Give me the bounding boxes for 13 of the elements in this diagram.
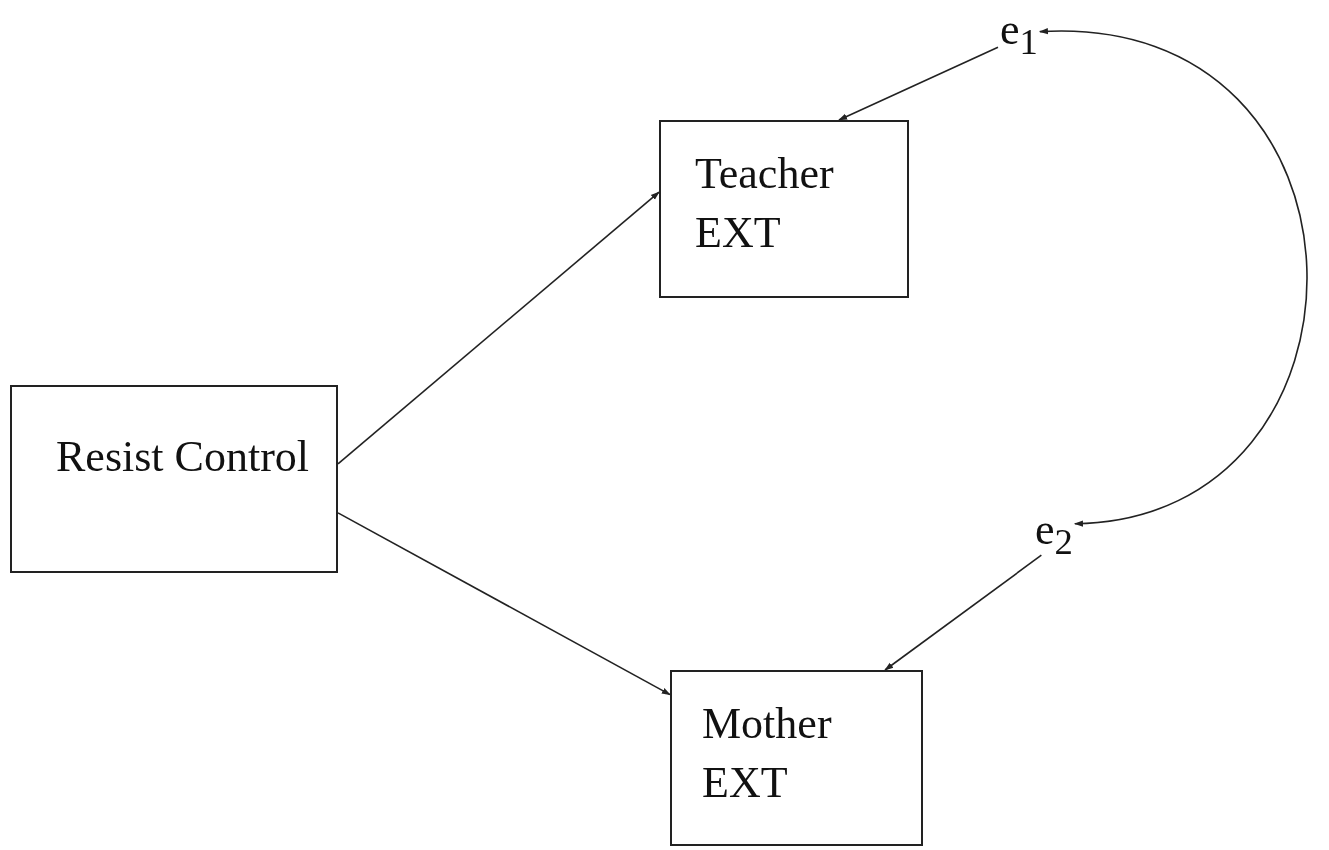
curved-arrow (1038, 29, 1308, 526)
variable-box (659, 120, 909, 298)
variable-box (10, 385, 338, 573)
variable-label: Mother EXT (702, 698, 833, 810)
error-term-label: e$_{2}$ (1035, 508, 1073, 561)
arrow (337, 512, 671, 696)
variable-box (670, 670, 923, 846)
variable-label: Teacher EXT (695, 148, 835, 260)
arrow (337, 191, 660, 465)
variable-label: Resist Control (56, 431, 311, 483)
error-term-label: e$_{1}$ (1000, 8, 1038, 61)
arrow (884, 554, 1043, 671)
arrow (838, 46, 999, 121)
